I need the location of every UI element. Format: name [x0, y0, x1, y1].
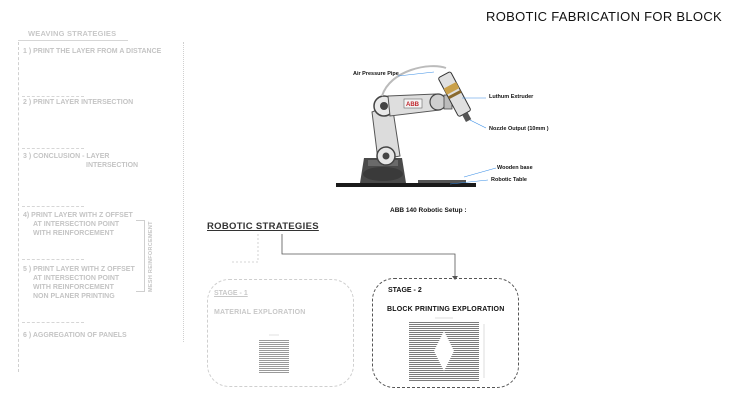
step-separator	[22, 206, 84, 207]
step-5-line-1: 5 ) PRINT LAYER WITH Z OFFSET	[23, 266, 135, 273]
step-4-line-1: 4) PRINT LAYER WITH Z OFFSET	[23, 212, 133, 219]
callout-nozzle: Nozzle Output (10mm )	[489, 126, 549, 132]
wooden-base-shape	[418, 180, 466, 183]
step-4-line-2: AT INTERSECTION POINT	[33, 221, 120, 228]
step-5-line-2: AT INTERSECTION POINT	[33, 275, 120, 282]
callout-extruder: Luthum Extruder	[489, 94, 534, 100]
step-5-line-4: NON PLANER PRINTING	[33, 293, 115, 300]
stage-2-card	[372, 278, 519, 388]
page-title: ROBOTIC FABRICATION FOR BLOCK	[486, 9, 722, 24]
step-4-line-3: WITH REINFORCEMENT	[33, 230, 114, 237]
callout-air-pressure-pipe: Air Pressure Pipe	[353, 71, 399, 77]
stage-2-subtitle: BLOCK PRINTING EXPLORATION	[387, 306, 505, 313]
strategies-title: ROBOTIC STRATEGIES	[207, 221, 319, 232]
step-separator	[22, 148, 84, 149]
step-5: 5 ) PRINT LAYER WITH Z OFFSET AT INTERSE…	[23, 265, 135, 301]
callout-wooden-base: Wooden base	[497, 165, 533, 171]
stage-1-sample-image	[259, 334, 289, 374]
step-separator	[22, 259, 84, 260]
step-2-line-1: 2 ) PRINT LAYER INTERSECTION	[23, 99, 134, 106]
step-3-line-1: 3 ) CONCLUSION - LAYER	[23, 153, 110, 160]
abb-logo: ABB	[406, 102, 420, 108]
reinforcement-bracket	[136, 220, 145, 292]
step-1-line-1: 1 ) PRINT THE LAYER FROM A DISTANCE	[23, 48, 162, 55]
sidebar-right-border	[183, 42, 184, 342]
robot-diagram: ABB	[336, 65, 497, 187]
stage-1-subtitle: MATERIAL EXPLORATION	[214, 309, 306, 316]
step-4: 4) PRINT LAYER WITH Z OFFSET AT INTERSEC…	[23, 211, 133, 238]
callout-robotic-table: Robotic Table	[491, 177, 527, 183]
sidebar-timeline-line	[18, 42, 19, 372]
mesh-reinforcement-label: MESH REINFORCEMENT	[148, 221, 154, 292]
step-5-line-3: WITH REINFORCEMENT	[33, 284, 114, 291]
strategy-connectors	[230, 234, 458, 280]
step-separator	[22, 322, 84, 323]
step-1: 1 ) PRINT THE LAYER FROM A DISTANCE	[23, 47, 161, 56]
stage-1-card	[207, 279, 354, 387]
robotic-table-shape	[336, 183, 476, 187]
stage-2-label: STAGE - 2	[388, 287, 422, 294]
step-6: 6 ) AGGREGATION OF PANELS	[23, 331, 127, 340]
step-3: 3 ) CONCLUSION - LAYER INTERSECTION	[23, 152, 138, 170]
step-2: 2 ) PRINT LAYER INTERSECTION	[23, 98, 133, 107]
stage-2-sample-image	[409, 317, 485, 381]
step-separator	[22, 96, 84, 97]
extruder-shape	[438, 71, 472, 123]
sidebar-title: WEAVING STRATEGIES	[28, 29, 117, 38]
setup-title: ABB 140 Robotic Setup :	[390, 207, 467, 214]
stage-1-label: STAGE - 1	[214, 290, 248, 297]
diamond-opening-shape	[434, 331, 454, 371]
step-3-line-2: INTERSECTION	[86, 162, 139, 169]
sidebar-divider	[18, 40, 128, 41]
step-6-line-1: 6 ) AGGREGATION OF PANELS	[23, 332, 127, 339]
